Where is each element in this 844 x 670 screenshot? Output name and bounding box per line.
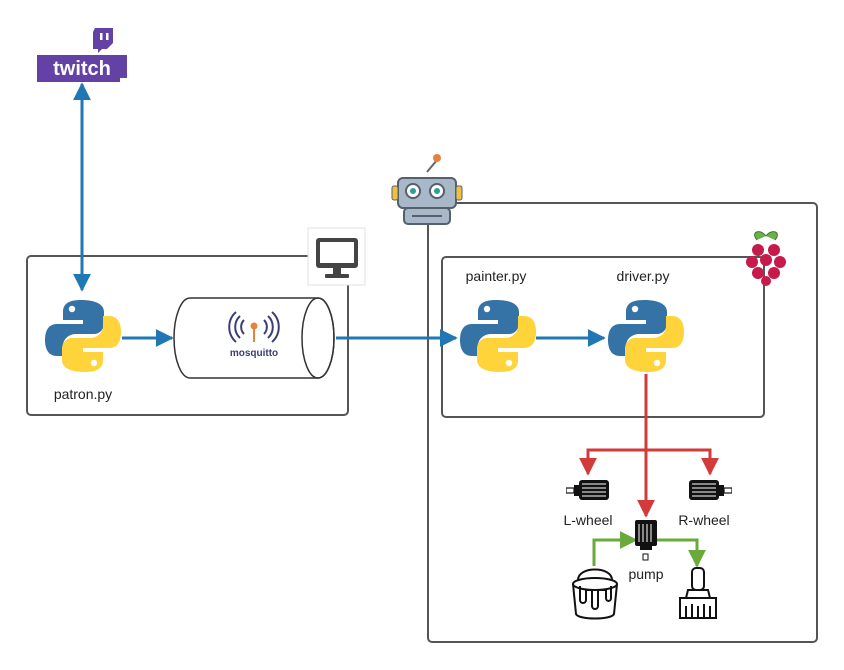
patron-label: patron.py xyxy=(53,386,113,402)
server-box xyxy=(26,255,349,416)
paintbrush-icon xyxy=(679,567,717,619)
driver-label: driver.py xyxy=(616,268,670,284)
python-icon-painter xyxy=(460,300,536,372)
monitor-icon xyxy=(307,227,366,286)
pump-paint-arrows xyxy=(592,531,706,568)
svg-text:mosquitto: mosquitto xyxy=(230,348,278,359)
motor-icon-left xyxy=(566,479,610,501)
driver-control-arrows xyxy=(579,374,719,518)
paint-bucket-icon xyxy=(572,568,618,620)
pump-label: pump xyxy=(628,566,664,582)
r-wheel-label: R-wheel xyxy=(678,512,730,528)
motor-icon-right xyxy=(688,479,732,501)
l-wheel-label: L-wheel xyxy=(563,512,613,528)
mosquitto-icon: mosquitto xyxy=(228,311,280,359)
twitch-logo-icon: twitch xyxy=(37,28,127,82)
python-icon-patron xyxy=(45,300,121,372)
svg-text:twitch: twitch xyxy=(53,58,111,80)
robot-icon xyxy=(391,154,463,225)
pump-icon xyxy=(635,520,657,561)
raspberry-pi-icon xyxy=(746,231,786,286)
python-icon-driver xyxy=(608,300,684,372)
robot-box xyxy=(427,202,818,643)
painter-label: painter.py xyxy=(465,268,527,284)
